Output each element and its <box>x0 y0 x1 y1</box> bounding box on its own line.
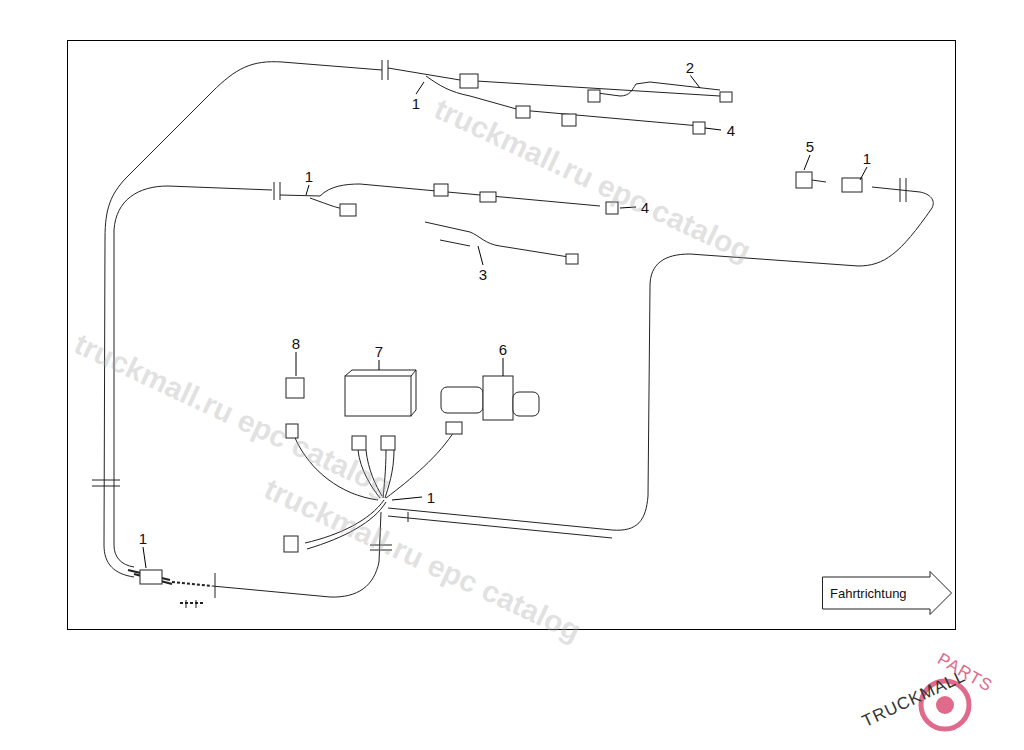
callout-number: 2 <box>684 59 696 76</box>
wire <box>590 82 720 96</box>
connector <box>140 570 162 584</box>
connector <box>128 570 172 584</box>
cut-mark <box>92 480 120 486</box>
connector <box>720 92 732 102</box>
leader-line <box>143 75 867 568</box>
logo-gear <box>936 696 954 714</box>
harness-line <box>388 512 612 538</box>
connector <box>516 106 530 118</box>
connector <box>480 192 496 202</box>
wire <box>812 180 826 182</box>
cut-mark <box>900 178 906 202</box>
cut-mark <box>274 60 388 200</box>
arrow-outline <box>823 572 952 615</box>
connector <box>842 178 862 192</box>
frame <box>68 41 956 630</box>
arrow-label: Fahrtrichtung <box>830 587 907 600</box>
callout-number: 6 <box>497 341 509 358</box>
watermark: truckmall.ru epc catalog <box>70 328 395 501</box>
logo-text: TRUCKMALL <box>860 667 969 730</box>
watermark: truckmall.ru epc catalog <box>430 93 755 266</box>
connector <box>562 114 576 126</box>
connector <box>352 436 366 450</box>
cut-mark <box>186 600 196 608</box>
callout-number: 1 <box>410 95 422 112</box>
pump-motor <box>441 387 483 413</box>
harness-line <box>388 187 933 530</box>
callout-number: 8 <box>290 335 302 352</box>
callout-number: 5 <box>804 138 816 155</box>
watermark: truckmall.ru epc catalog <box>260 473 585 646</box>
callout-number: 1 <box>137 530 149 547</box>
callout-number: 3 <box>477 266 489 283</box>
connector <box>446 422 462 434</box>
pump-motor <box>513 392 539 416</box>
switch <box>796 172 812 188</box>
wire <box>386 430 455 498</box>
connector <box>588 90 600 102</box>
connector <box>284 536 298 552</box>
relay <box>286 378 304 398</box>
pump-motor <box>483 376 513 420</box>
harness-line <box>172 582 212 603</box>
connector <box>434 184 448 196</box>
callout-number: 1 <box>425 489 437 506</box>
connector <box>340 204 356 216</box>
control-unit <box>345 370 416 416</box>
connector <box>566 254 578 264</box>
control-unit <box>345 376 411 416</box>
callout-number: 7 <box>373 343 385 360</box>
callout-number: 1 <box>303 168 315 185</box>
connector <box>381 436 395 450</box>
callout-number: 4 <box>725 122 737 139</box>
connector <box>460 74 478 88</box>
harness-line <box>280 184 600 258</box>
callout-number: 1 <box>861 150 873 167</box>
direction-arrow: Fahrtrichtung <box>822 571 952 615</box>
sensor <box>693 122 705 134</box>
harness-line <box>104 62 382 577</box>
